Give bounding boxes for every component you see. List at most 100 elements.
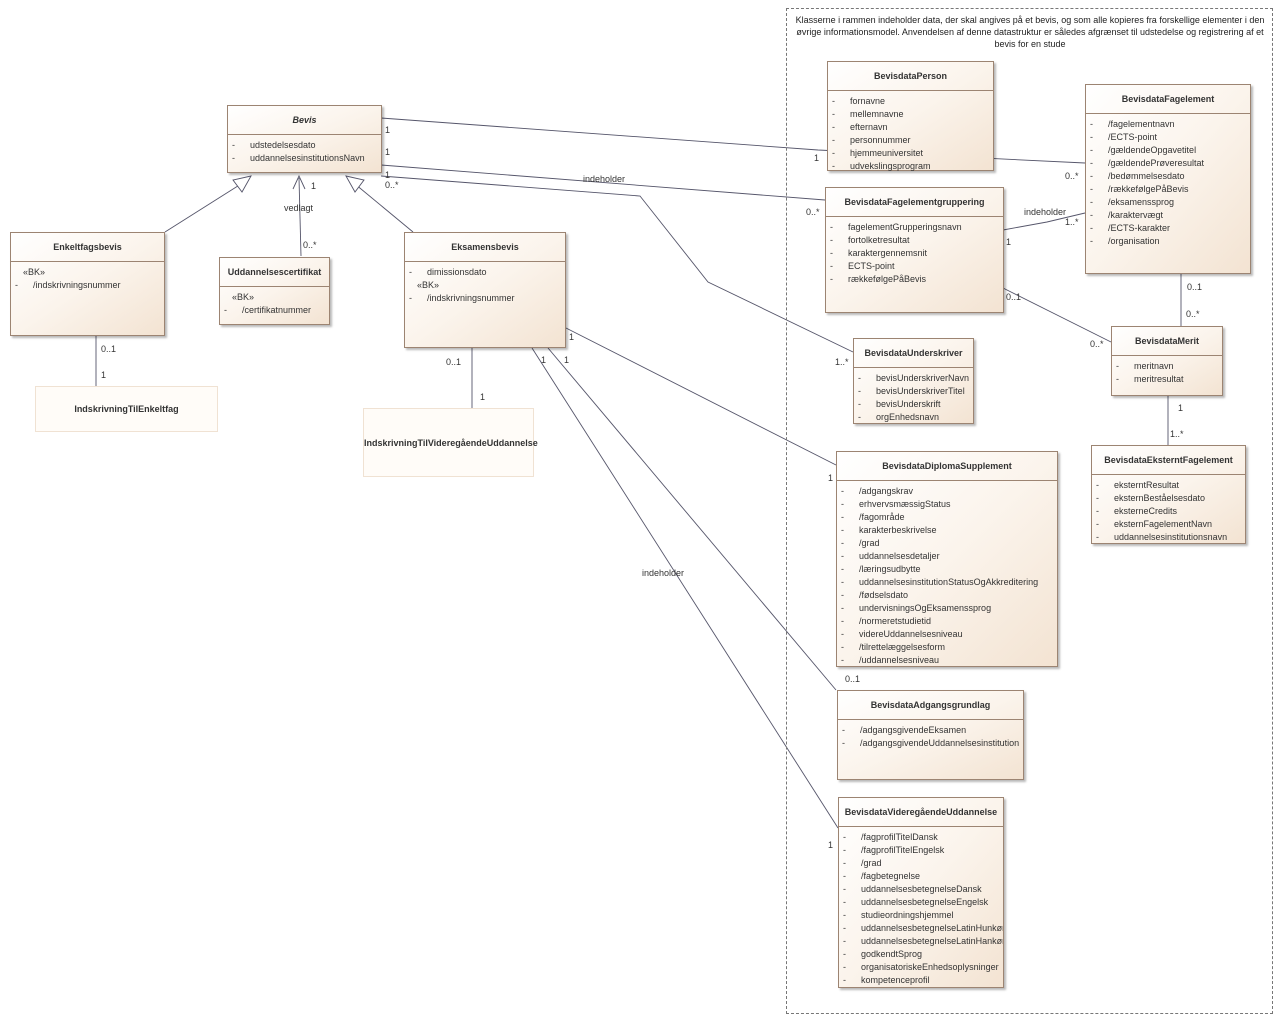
visibility-marker: - bbox=[830, 248, 833, 258]
visibility-marker: - bbox=[843, 858, 846, 868]
class-bevisdata-diploma-supplement[interactable]: BevisdataDiplomaSupplement -/adgangskrav… bbox=[836, 451, 1058, 667]
visibility-marker: - bbox=[843, 897, 846, 907]
attribute: - karaktergennemsnit bbox=[830, 247, 1003, 260]
attribute-name: /gældendeOpgavetitel bbox=[1108, 145, 1197, 155]
class-bevisdata-merit[interactable]: BevisdataMerit -meritnavn -meritresultat bbox=[1111, 326, 1223, 396]
multiplicity-label: 1 bbox=[828, 473, 834, 483]
attribute-name: /certifikatnummer bbox=[242, 305, 312, 315]
visibility-marker: - bbox=[1096, 519, 1099, 529]
association-label: vedlagt bbox=[284, 203, 314, 213]
class-title: IndskrivningTilVideregåendeUddannelse bbox=[364, 437, 538, 448]
attribute: -karakterbeskrivelse bbox=[841, 524, 1057, 537]
multiplicity-label: 1..* bbox=[835, 357, 849, 367]
attribute: -/grad bbox=[841, 537, 1057, 550]
class-indskrivning-enkeltfag[interactable]: IndskrivningTilEnkeltfag bbox=[35, 386, 218, 432]
class-bevisdata-fagelement[interactable]: BevisdataFagelement -/fagelementnavn -/E… bbox=[1085, 84, 1251, 274]
attribute: -eksternFagelementNavn bbox=[1096, 518, 1245, 531]
attribute-name: orgEnhedsnavn bbox=[876, 412, 940, 422]
stereotype: «BK» bbox=[232, 292, 255, 302]
multiplicity-label: 0..1 bbox=[845, 674, 861, 684]
attribute-name: /bedømmelsesdato bbox=[1108, 171, 1185, 181]
visibility-marker: - bbox=[830, 235, 833, 245]
attribute: -fortolketresultat bbox=[830, 234, 1003, 247]
attribute: -eksternBeståelsesdato bbox=[1096, 492, 1245, 505]
class-eksamensbevis[interactable]: Eksamensbevis -dimissionsdato «BK» -/ind… bbox=[404, 232, 566, 348]
attribute: -eksterntResultat bbox=[1096, 479, 1245, 492]
class-uddannelsescertifikat[interactable]: Uddannelsescertifikat «BK» -/certifikatn… bbox=[219, 257, 330, 325]
attribute-name: /adgangskrav bbox=[859, 486, 914, 496]
attribute: -/fagprofilTitelDansk bbox=[843, 831, 1003, 844]
attribute: -organisatoriskeEnhedsoplysninger bbox=[843, 961, 1003, 974]
attribute-name: /fagprofilTitelDansk bbox=[861, 832, 938, 842]
attribute: -/adgangsgivendeUddannelsesinstitution bbox=[842, 737, 1023, 750]
stereotype: «BK» bbox=[23, 267, 46, 277]
attribute: -/gældendePrøveresultat bbox=[1090, 157, 1250, 170]
assoc-gruppering-merit bbox=[1002, 287, 1112, 343]
visibility-marker: - bbox=[1090, 197, 1093, 207]
class-title: BevisdataEksterntFagelement bbox=[1092, 446, 1245, 475]
visibility-marker: - bbox=[843, 923, 846, 933]
attribute-name: eksternBeståelsesdato bbox=[1114, 493, 1206, 503]
attribute: - /karaktervægt bbox=[1090, 209, 1250, 222]
visibility-marker: - bbox=[224, 305, 227, 315]
attribute-name: /uddannelsesniveau bbox=[859, 655, 940, 665]
gen-arrow-left bbox=[232, 175, 252, 193]
visibility-marker: - bbox=[858, 412, 861, 422]
attribute-name: /karaktervægt bbox=[1108, 210, 1164, 220]
attribute-name: /tilrettelæggelsesform bbox=[859, 642, 946, 652]
visibility-marker: - bbox=[843, 871, 846, 881]
attribute: -uddannelsesbetegnelseDansk bbox=[843, 883, 1003, 896]
attribute: -bevisUnderskriverNavn bbox=[858, 372, 973, 385]
visibility-marker: - bbox=[841, 655, 844, 665]
attribute-name: undervisningsOgEksamenssprog bbox=[859, 603, 992, 613]
visibility-marker: - bbox=[1090, 119, 1093, 129]
attribute-name: karakterbeskrivelse bbox=[859, 525, 937, 535]
attribute: -meritnavn bbox=[1116, 360, 1222, 373]
attribute-name: fagelementGrupperingsnavn bbox=[848, 222, 962, 232]
attribute: -dimissionsdato bbox=[409, 266, 565, 279]
visibility-marker: - bbox=[832, 148, 835, 158]
multiplicity-label: 1..* bbox=[1170, 429, 1184, 439]
class-bevisdata-fagelementgruppering[interactable]: BevisdataFagelementgruppering -fagelemen… bbox=[825, 187, 1004, 313]
visibility-marker: - bbox=[841, 486, 844, 496]
attribute: -eksterneCredits bbox=[1096, 505, 1245, 518]
attribute-name: karaktergennemsnit bbox=[848, 248, 928, 258]
gen-arrow-right bbox=[345, 175, 365, 193]
class-title: Eksamensbevis bbox=[405, 233, 565, 262]
class-title: BevisdataMerit bbox=[1112, 327, 1222, 356]
attribute: -udvekslingsprogram bbox=[832, 160, 993, 173]
visibility-marker: - bbox=[841, 564, 844, 574]
visibility-marker: - bbox=[1090, 132, 1093, 142]
boundary-frame bbox=[786, 8, 1273, 1014]
attribute-name: /adgangsgivendeUddannelsesinstitution bbox=[860, 738, 1020, 748]
attribute-name: /fagområde bbox=[859, 512, 905, 522]
attribute-name: mellemnavne bbox=[850, 109, 904, 119]
attribute-name: uddannelsesbetegnelseDansk bbox=[861, 884, 982, 894]
attribute-name: uddannelsesinstitutionsNavn bbox=[250, 153, 365, 163]
class-bevisdata-underskriver[interactable]: BevisdataUnderskriver -bevisUnderskriver… bbox=[853, 338, 974, 424]
attribute: -ECTS-point bbox=[830, 260, 1003, 273]
class-title: IndskrivningTilEnkeltfag bbox=[74, 404, 179, 414]
class-bevisdata-person[interactable]: BevisdataPerson -fornavne -mellemnavne -… bbox=[827, 61, 994, 171]
class-bevis[interactable]: Bevis -udstedelsesdato -uddannelsesinsti… bbox=[227, 105, 382, 173]
multiplicity-label: 0..* bbox=[385, 180, 399, 190]
association-label: indeholder bbox=[1024, 207, 1067, 217]
assoc-bevis-gruppering bbox=[380, 164, 826, 201]
attribute-name: uddannelsesbetegnelseEngelsk bbox=[861, 897, 989, 907]
class-bevisdata-adgangsgrundlag[interactable]: BevisdataAdgangsgrundlag -/adgangsgivend… bbox=[837, 690, 1024, 780]
visibility-marker: - bbox=[843, 949, 846, 959]
class-bevisdata-videregaaende-uddannelse[interactable]: BevisdataVideregåendeUddannelse -/fagpro… bbox=[838, 797, 1004, 988]
attribute-name: /normeretstudietid bbox=[859, 616, 932, 626]
attribute: -/fagområde bbox=[841, 511, 1057, 524]
assoc-eksamens-diploma bbox=[565, 327, 837, 466]
attribute-name: ECTS-point bbox=[848, 261, 895, 271]
attribute: -videreUddannelsesniveau bbox=[841, 628, 1057, 641]
visibility-marker: - bbox=[843, 845, 846, 855]
class-indskrivning-videregaaende[interactable]: IndskrivningTilVideregåendeUddannelse bbox=[363, 408, 538, 477]
multiplicity-label: 0..1 bbox=[1187, 282, 1203, 292]
visibility-marker: - bbox=[1090, 210, 1093, 220]
attribute-name: udstedelsesdato bbox=[250, 140, 316, 150]
class-enkeltfagsbevis[interactable]: Enkeltfagsbevis «BK» -/indskrivningsnumm… bbox=[10, 232, 165, 336]
visibility-marker: - bbox=[841, 499, 844, 509]
class-bevisdata-eksternt-fagelement[interactable]: BevisdataEksterntFagelement -eksterntRes… bbox=[1091, 445, 1246, 544]
